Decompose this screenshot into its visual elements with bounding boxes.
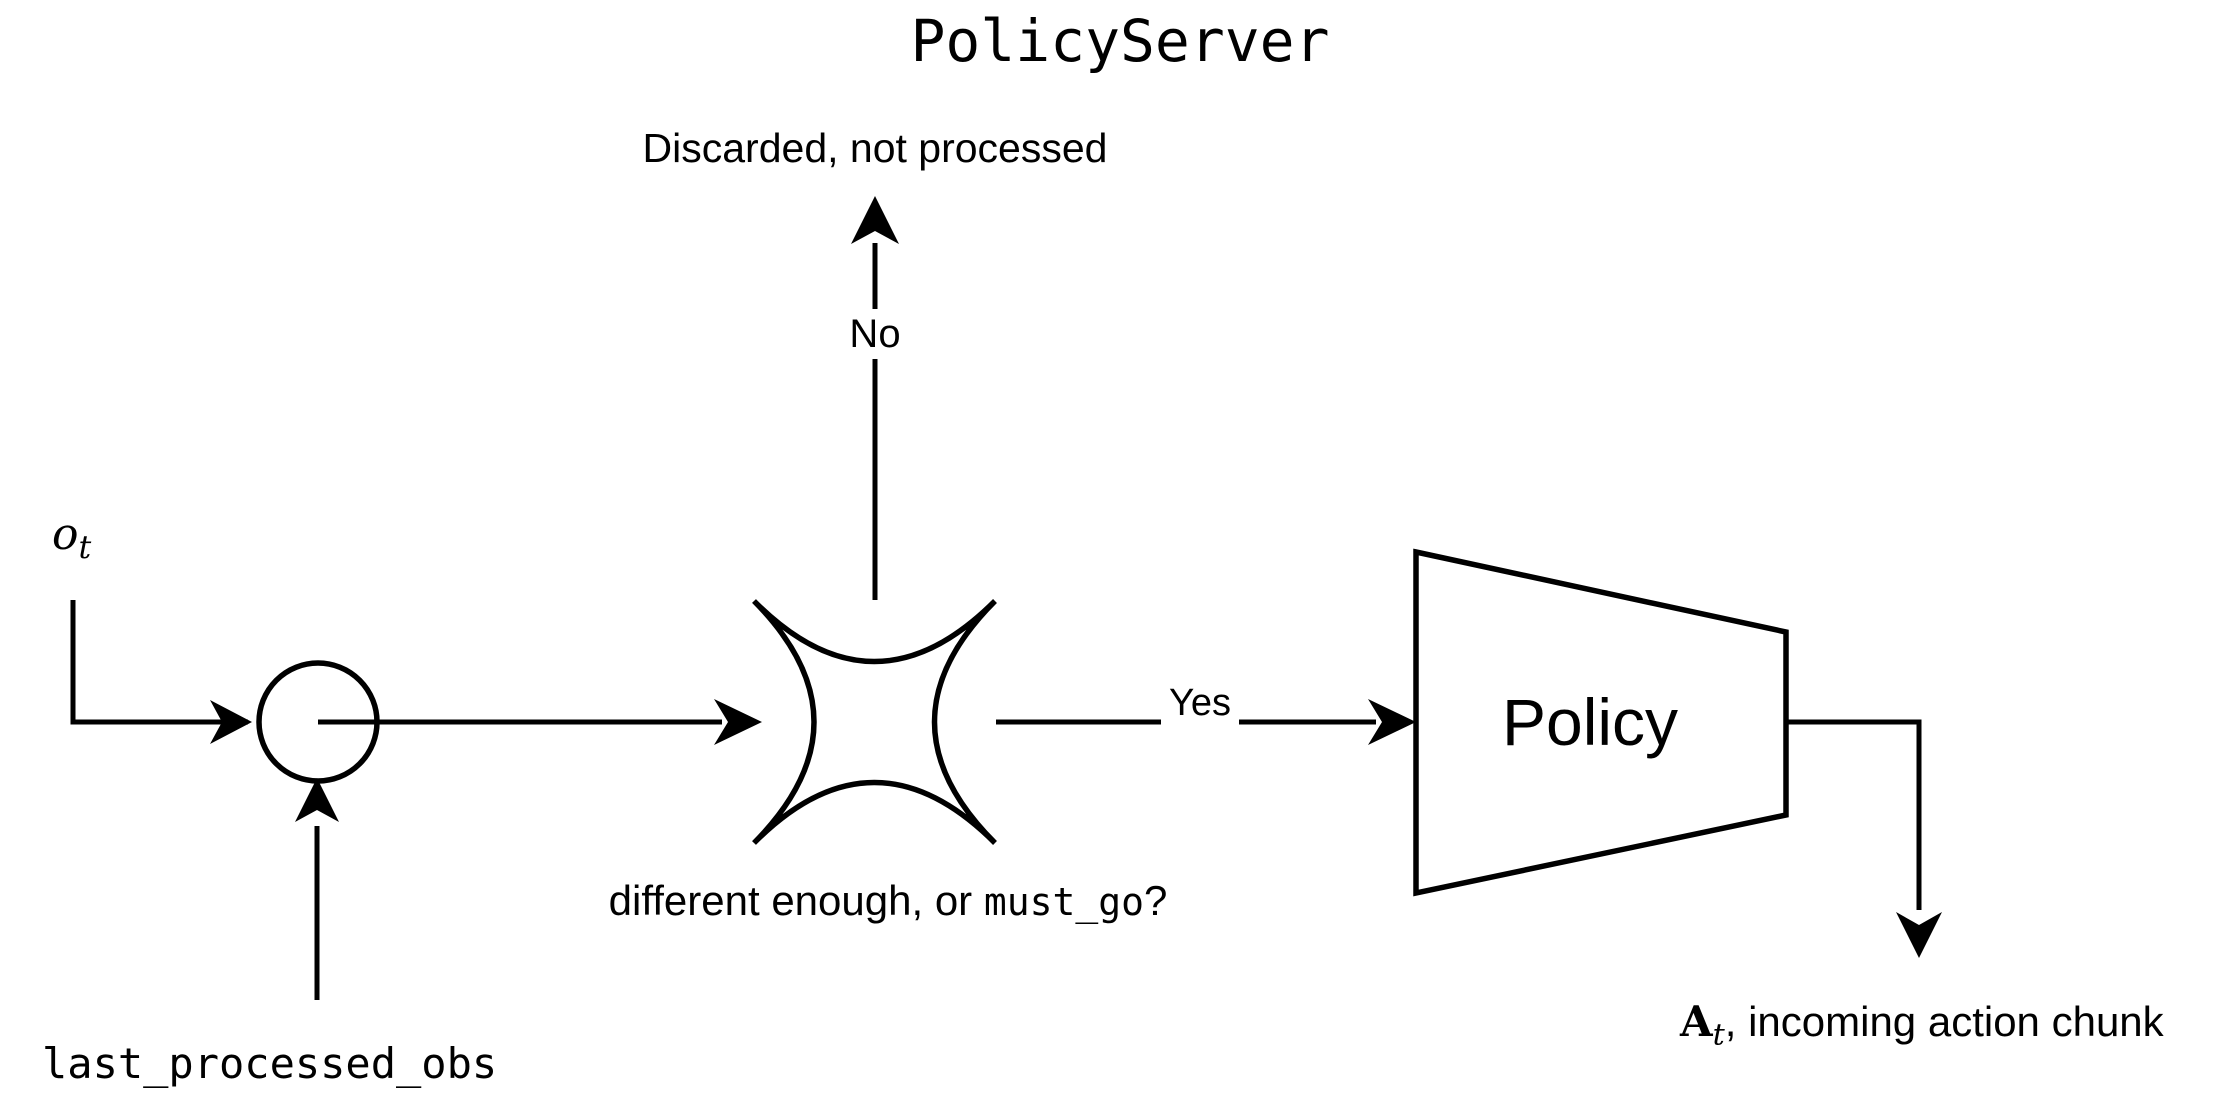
condition-prefix: different enough, or: [608, 877, 984, 924]
action-subscript: t: [1712, 1017, 1725, 1053]
page-title: PolicyServer: [910, 7, 1330, 75]
arrowhead-discarded: [851, 196, 899, 244]
action-chunk-edge: [1786, 719, 1942, 958]
action-caption: , incoming action chunk: [1724, 998, 2164, 1045]
arrowhead-into-policy: [1368, 699, 1416, 745]
condition-code: must_go: [983, 880, 1144, 924]
action-symbol: A: [1680, 997, 1713, 1046]
decision-node: [752, 599, 997, 845]
observation-input-edge: [70, 600, 252, 744]
arrowhead-into-merge: [210, 700, 252, 744]
arrowhead-into-decision: [714, 699, 762, 745]
no-branch-edge: [851, 196, 899, 600]
arrowhead-into-merge-bottom: [295, 778, 339, 822]
discarded-label: Discarded, not processed: [642, 125, 1108, 171]
policy-node-label: Policy: [1501, 685, 1679, 759]
decision-condition-label: different enough, or must_go?: [609, 880, 1168, 922]
merge-to-decision-edge: [318, 699, 762, 745]
observation-subscript: t: [78, 529, 92, 566]
last-processed-obs-edge: [295, 778, 339, 1000]
last-processed-obs-label: last_processed_obs: [42, 1039, 498, 1088]
yes-branch-label: Yes: [1161, 681, 1239, 725]
condition-suffix: ?: [1143, 877, 1168, 924]
policy-node: [1413, 548, 1789, 897]
no-branch-label: No: [839, 309, 911, 359]
action-chunk-label: At, incoming action chunk: [1680, 1001, 2164, 1051]
observation-symbol-label: ot: [52, 513, 91, 565]
observation-symbol: o: [52, 509, 79, 560]
arrowhead-action-chunk: [1896, 912, 1942, 958]
